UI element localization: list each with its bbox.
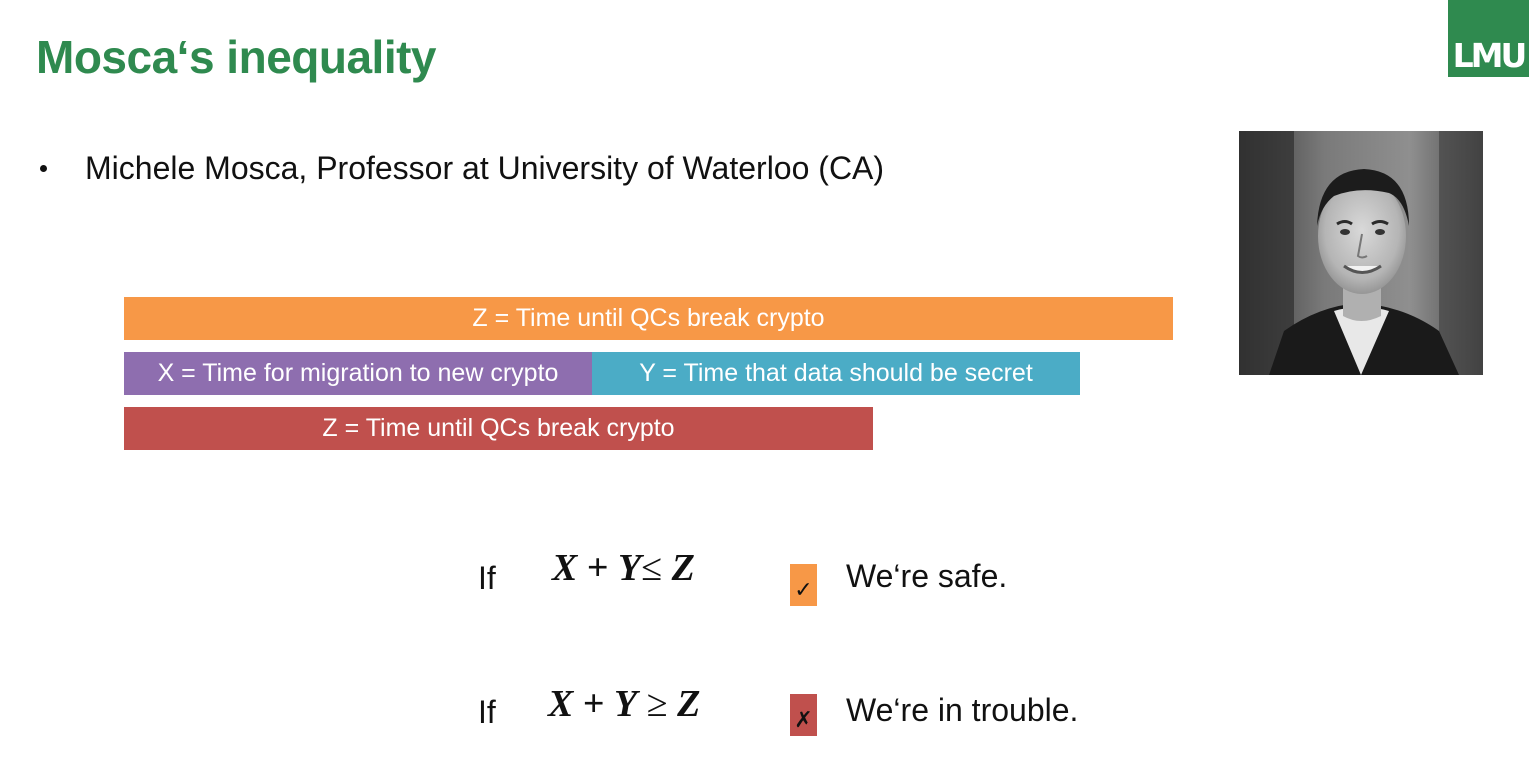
x-migration-bar: X = Time for migration to new crypto <box>124 352 592 395</box>
if-label: If <box>478 694 496 730</box>
cross-icon: ✗ <box>790 694 817 736</box>
portrait-image <box>1239 131 1483 375</box>
formula-operator: ≥ <box>646 683 668 725</box>
formula-y: Y <box>618 547 642 589</box>
portrait-photo <box>1239 131 1483 375</box>
lmu-logo: LMU <box>1448 0 1529 77</box>
if-label: If <box>478 560 496 596</box>
formula-plus: + <box>586 547 609 589</box>
bullet-item: Michele Mosca, Professor at University o… <box>40 150 884 187</box>
result-text: We‘re in trouble. <box>846 692 1079 728</box>
formula-y: Y <box>614 683 638 725</box>
formula-operator: ≤ <box>641 547 663 589</box>
formula-plus: + <box>582 683 605 725</box>
formula-z: Z <box>671 547 695 589</box>
checkmark-icon: ✓ <box>790 564 817 606</box>
bullet-dot-icon <box>40 165 47 172</box>
bullet-text: Michele Mosca, Professor at University o… <box>85 150 885 186</box>
slide-title: Mosca‘s inequality <box>36 31 437 83</box>
inequality-formula: X + Y ≥ Z <box>548 682 700 726</box>
inequality-formula: X + Y≤ Z <box>552 546 695 590</box>
formula-z: Z <box>677 683 701 725</box>
z-time-bar-top: Z = Time until QCs break crypto <box>124 297 1173 340</box>
formula-x: X <box>548 683 574 725</box>
result-text: We‘re safe. <box>846 558 1008 594</box>
z-time-bar-bottom: Z = Time until QCs break crypto <box>124 407 873 450</box>
y-secrecy-bar: Y = Time that data should be secret <box>592 352 1080 395</box>
formula-x: X <box>552 547 578 589</box>
